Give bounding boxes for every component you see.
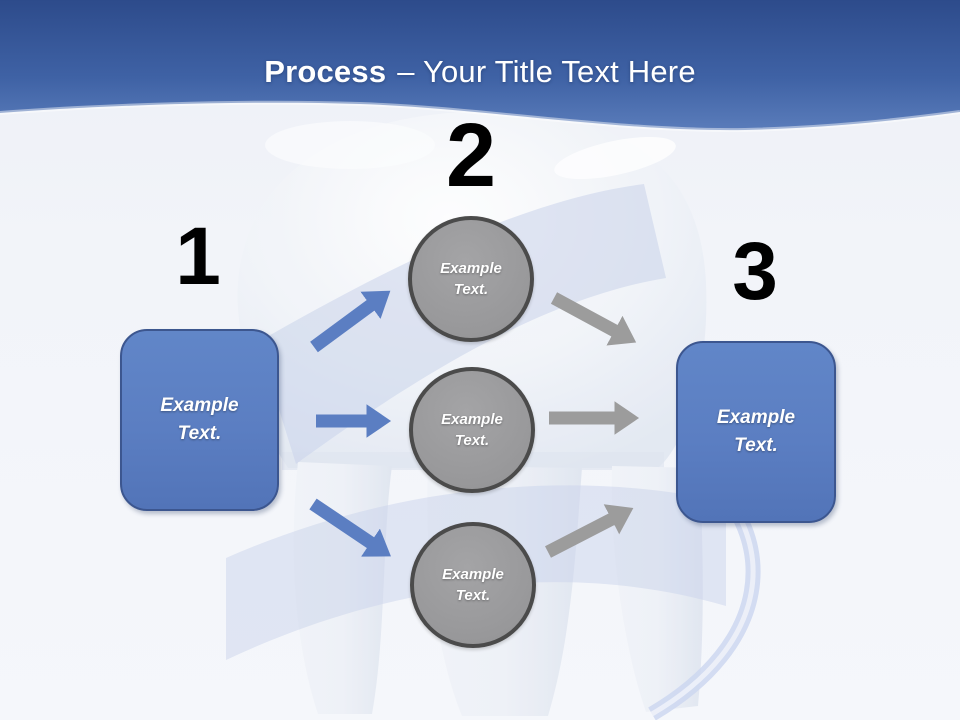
slide-title-keyword: Process xyxy=(264,54,387,89)
slide-title: Process – Your Title Text Here xyxy=(0,54,960,90)
process-start-box-label: Example Text. xyxy=(160,395,239,444)
step-circle-1: Example Text. xyxy=(408,216,534,342)
tooth-highlight xyxy=(554,136,676,180)
tooth-root xyxy=(293,462,392,714)
step-number-3: 3 xyxy=(732,226,778,317)
process-end-box-label: Example Text. xyxy=(716,407,796,456)
step-circle-2-label: Example Text. xyxy=(441,411,503,449)
step-number-2: 2 xyxy=(445,106,497,206)
arrow-left-to-circle-1 xyxy=(310,290,391,353)
tooth-highlight xyxy=(265,121,435,169)
tooth-root xyxy=(611,466,703,712)
arrow-circle-1-to-right xyxy=(550,292,637,346)
step-circle-1-label: Example Text. xyxy=(440,260,502,298)
arrow-circle-3-to-right xyxy=(545,504,634,558)
step-circle-2: Example Text. xyxy=(409,367,535,493)
header-band xyxy=(0,0,960,133)
arrow-left-to-circle-3 xyxy=(309,498,391,557)
step-circle-3: Example Text. xyxy=(410,522,536,648)
slide-title-rest: – Your Title Text Here xyxy=(397,54,696,89)
step-circle-3-label: Example Text. xyxy=(442,566,504,604)
process-start-box: Example Text. xyxy=(120,329,279,511)
process-end-box: Example Text. xyxy=(676,341,836,523)
step-number-1: 1 xyxy=(175,211,221,302)
